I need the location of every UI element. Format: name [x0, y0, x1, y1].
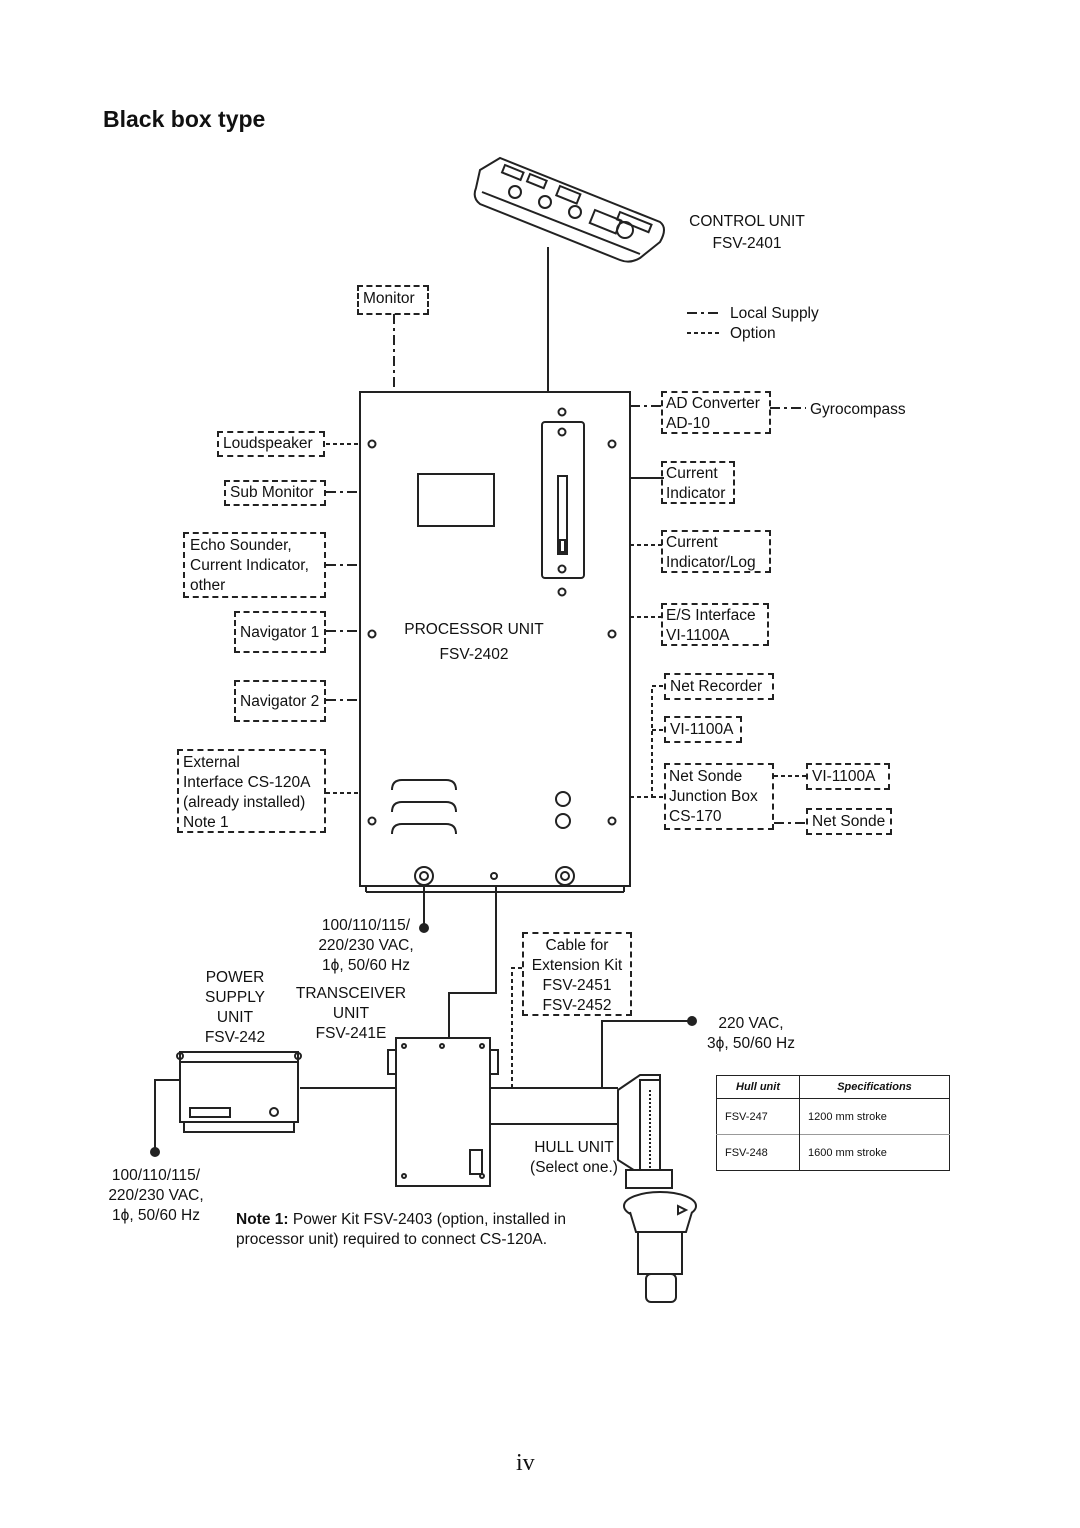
- hull-unit-label: HULL UNIT (Select one.): [530, 1139, 618, 1176]
- loudspeaker-box: Loudspeaker: [217, 431, 325, 457]
- vi1100a-box: VI-1100A: [664, 716, 742, 743]
- net-recorder-box: Net Recorder: [664, 673, 774, 700]
- table-header: Specifications: [799, 1075, 950, 1099]
- hull-unit-drawing: [617, 1074, 697, 1303]
- monitor-box: Monitor: [357, 285, 429, 315]
- navigator1-box: Navigator 1: [234, 611, 326, 653]
- psu-supply-label: 100/110/115/ 220/230 VAC, 1ϕ, 50/60 Hz: [108, 1167, 204, 1224]
- transceiver-label: TRANSCEIVER UNIT FSV-241E: [295, 985, 407, 1042]
- power-supply-drawing: [176, 1051, 302, 1133]
- hull-supply-label: 220 VAC, 3ϕ, 50/60 Hz: [707, 1015, 795, 1052]
- navigator2-box: Navigator 2: [234, 680, 326, 722]
- table-cell: 1200 mm stroke: [799, 1098, 950, 1135]
- sub-monitor-box: Sub Monitor: [224, 480, 326, 506]
- page-title: Black box type: [103, 106, 266, 132]
- note-1: Note 1: Power Kit FSV-2403 (option, inst…: [236, 1210, 566, 1250]
- echo-sounder-box: Echo Sounder, Current Indicator, other: [183, 532, 326, 598]
- cable-kit-box: Cable for Extension Kit FSV-2451 FSV-245…: [522, 932, 632, 1016]
- power-supply-label: POWER SUPPLY UNIT FSV-242: [204, 969, 266, 1046]
- gyrocompass-label: Gyrocompass: [810, 401, 906, 418]
- external-interface-box: External Interface CS-120A (already inst…: [177, 749, 326, 833]
- note-text-1: Power Kit FSV-2403 (option, installed in: [288, 1211, 566, 1228]
- table-cell: FSV-248: [716, 1134, 800, 1171]
- table-row: FSV-248 1600 mm stroke: [716, 1134, 950, 1171]
- note-label: Note 1:: [236, 1211, 289, 1228]
- control-unit-drawing: [473, 156, 665, 263]
- table-cell: 1600 mm stroke: [799, 1134, 950, 1171]
- legend-local-supply: Local Supply: [730, 305, 819, 322]
- hull-unit-spec-table: Hull unit Specifications FSV-247 1200 mm…: [716, 1075, 950, 1171]
- vi1100a-2-box: VI-1100A: [806, 763, 890, 790]
- page-number: iv: [516, 1450, 535, 1476]
- table-row: FSV-247 1200 mm stroke: [716, 1098, 950, 1135]
- net-sonde-box: Net Sonde: [806, 808, 892, 835]
- table-header: Hull unit: [716, 1075, 800, 1099]
- note-text-2: processor unit) required to connect CS-1…: [236, 1231, 548, 1248]
- table-cell: FSV-247: [716, 1098, 800, 1135]
- transceiver-drawing: [387, 1037, 499, 1187]
- legend-option: Option: [730, 325, 776, 342]
- processor-supply-label: 100/110/115/ 220/230 VAC, 1ϕ, 50/60 Hz: [318, 917, 414, 974]
- table-header-row: Hull unit Specifications: [716, 1075, 950, 1099]
- net-sonde-junction-box: Net Sonde Junction Box CS-170: [664, 763, 774, 830]
